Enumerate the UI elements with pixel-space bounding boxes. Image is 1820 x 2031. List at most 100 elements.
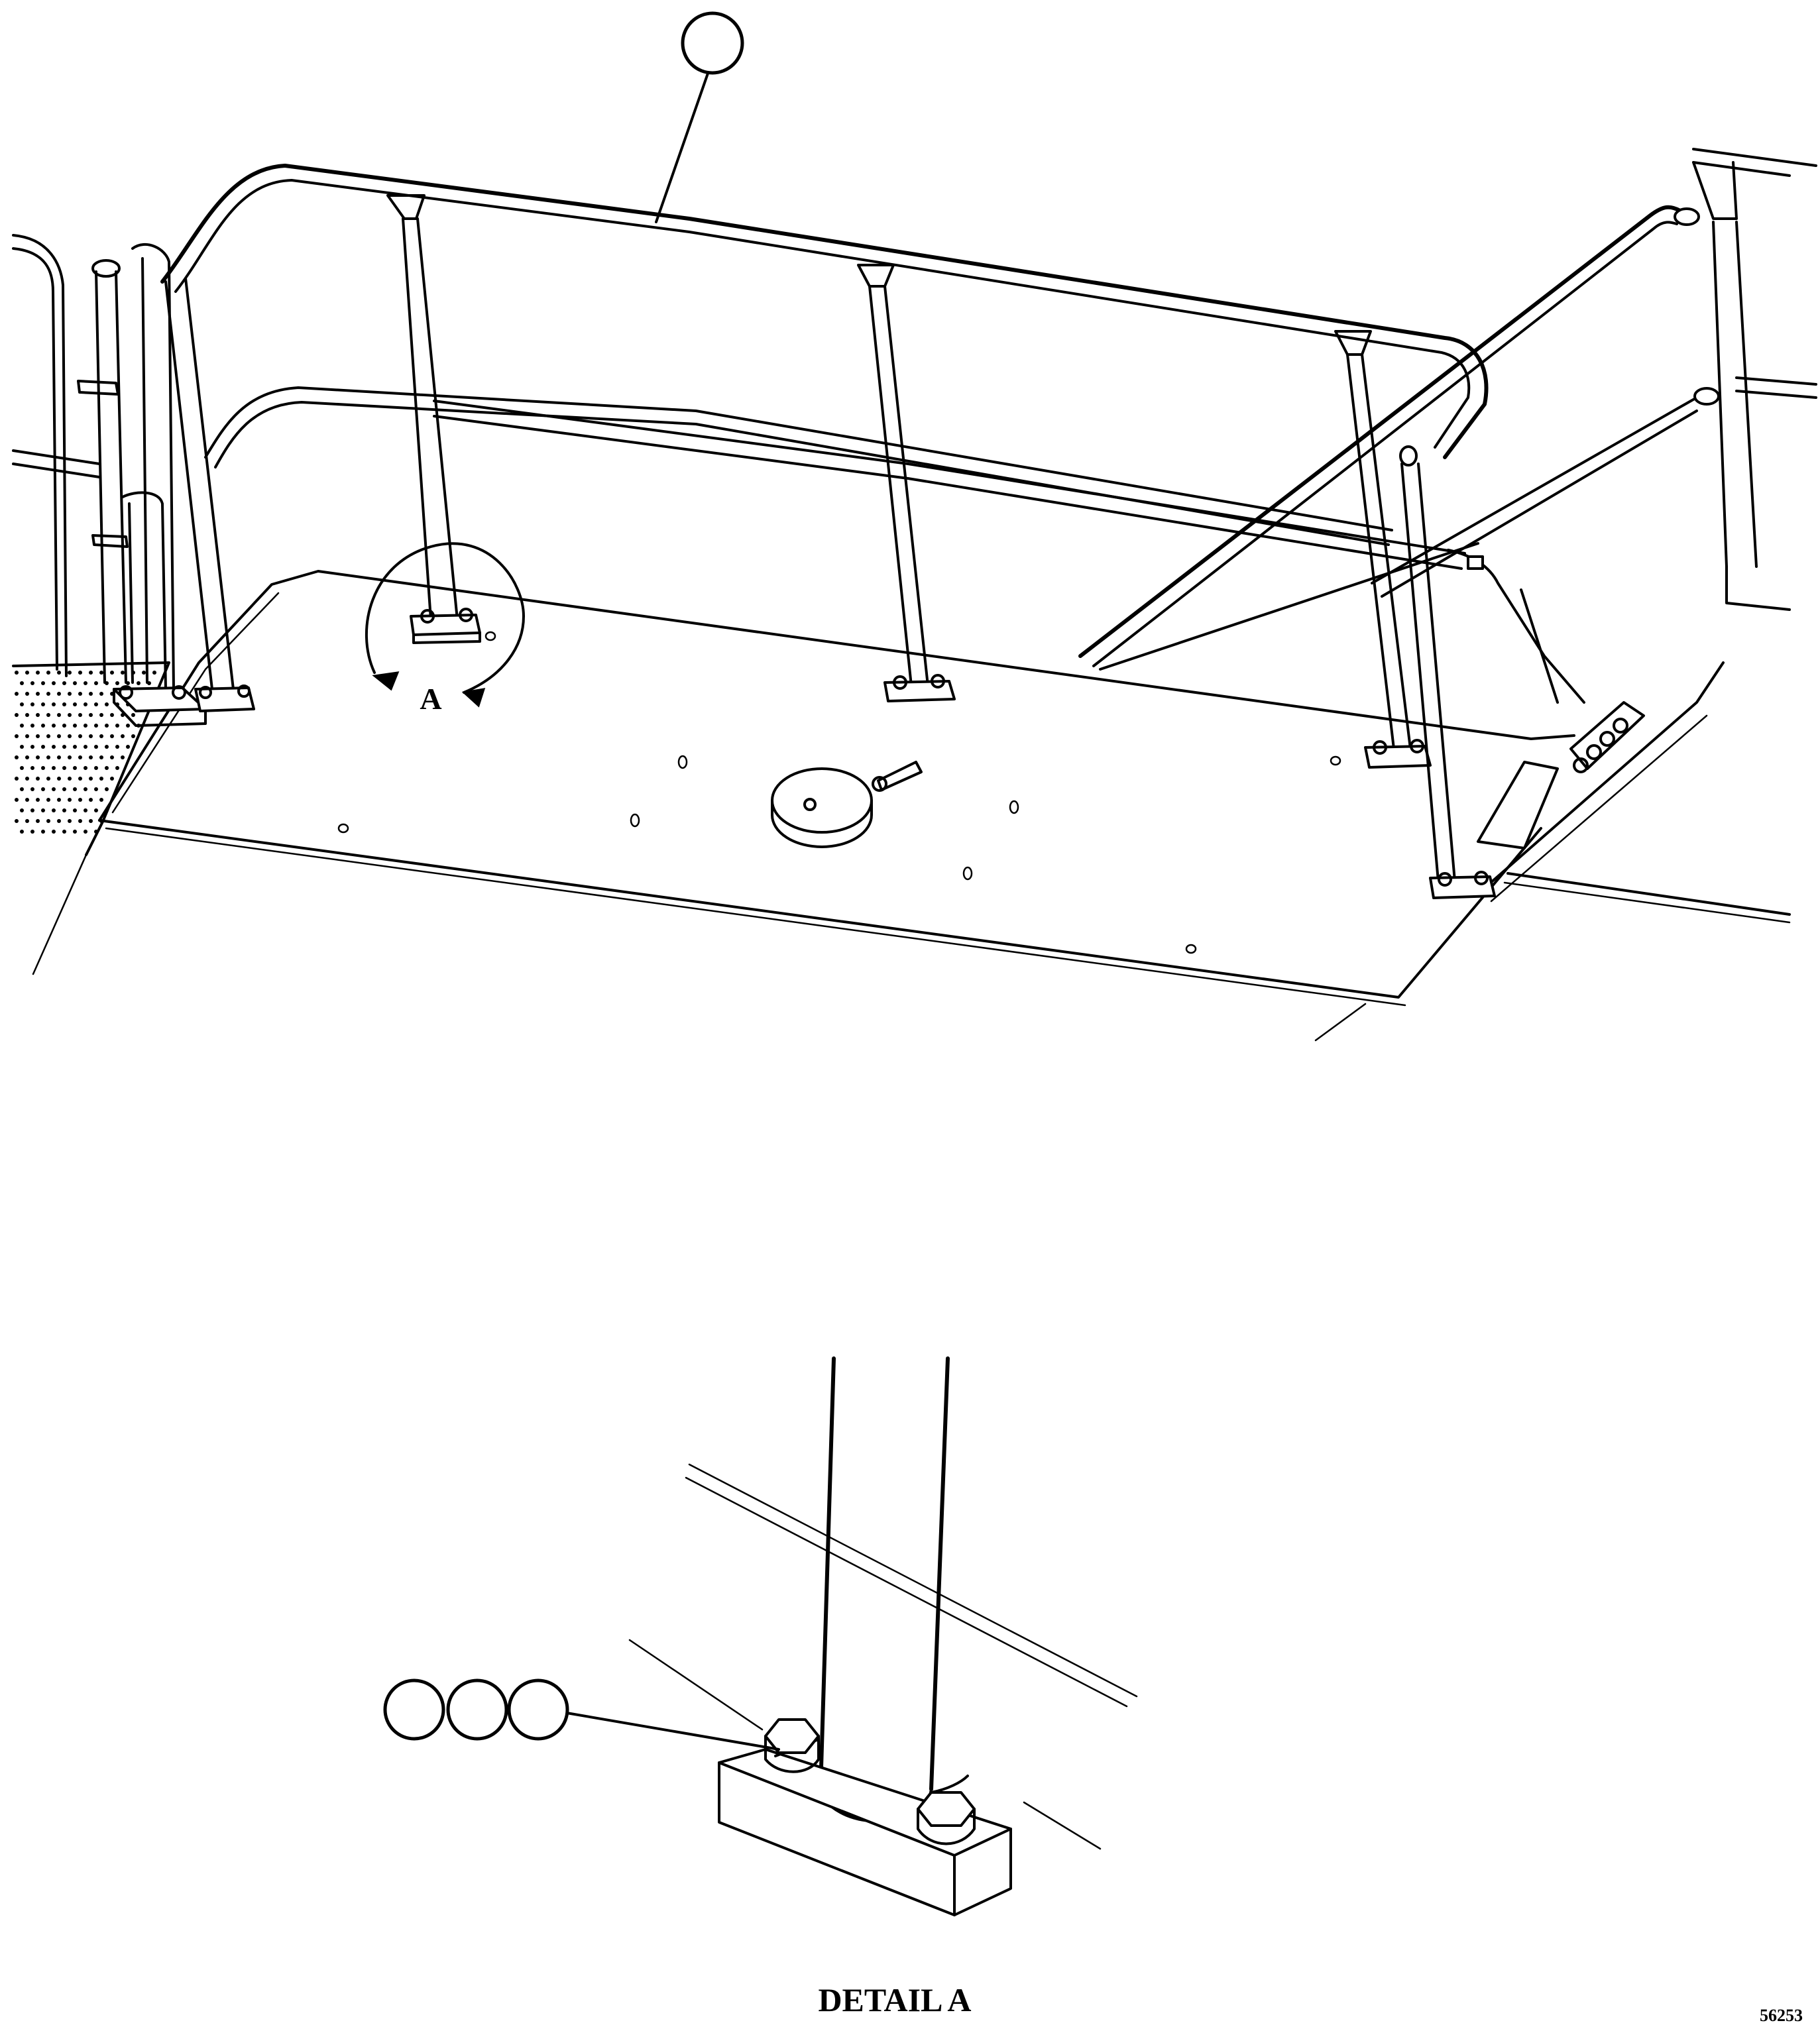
grating-dot xyxy=(57,798,61,802)
grating-dot xyxy=(99,798,103,802)
grating-dot xyxy=(15,777,19,781)
grating-dot xyxy=(36,671,40,675)
grating-dot xyxy=(73,830,77,834)
grating-dot xyxy=(84,724,87,728)
grating-dot xyxy=(121,671,125,675)
grating-dot xyxy=(41,702,45,706)
grating-dot xyxy=(78,671,82,675)
grating-dot xyxy=(94,787,98,791)
grating-dot xyxy=(78,798,82,802)
grating-dot xyxy=(110,734,114,738)
grating-dot xyxy=(20,702,24,706)
grating-dot xyxy=(99,734,103,738)
grating-dot xyxy=(30,766,34,770)
grating-dot xyxy=(15,755,19,759)
grating-dot xyxy=(57,777,61,781)
grating-dot xyxy=(36,798,40,802)
grating-dot xyxy=(36,713,40,717)
grating-dot xyxy=(25,798,29,802)
grating-dot xyxy=(137,681,141,685)
grating-dot xyxy=(68,798,72,802)
grating-dot xyxy=(30,787,34,791)
grating-dot xyxy=(62,830,66,834)
grating-dot xyxy=(46,713,50,717)
grating-dot xyxy=(20,808,24,812)
grating-dot xyxy=(52,702,56,706)
grating-dot xyxy=(41,745,45,749)
grating-dot xyxy=(30,745,34,749)
grating-dot xyxy=(94,681,98,685)
stair-rail-right xyxy=(1078,148,1817,850)
grating-dot xyxy=(15,734,19,738)
grating-dot xyxy=(73,724,77,728)
grating-dot xyxy=(126,745,130,749)
grating-dot xyxy=(73,745,77,749)
grating-dot xyxy=(36,755,40,759)
grating-dot xyxy=(25,755,29,759)
callout-balloon xyxy=(681,11,744,75)
grating-dot xyxy=(94,808,98,812)
grating-dot xyxy=(25,819,29,823)
grating-dot xyxy=(57,692,61,696)
grating-dot xyxy=(68,734,72,738)
grating-dot xyxy=(89,777,93,781)
grating-dot xyxy=(78,734,82,738)
grating-dot xyxy=(142,671,146,675)
grating-dot xyxy=(20,830,24,834)
grating-dot xyxy=(115,724,119,728)
grating-dot xyxy=(15,798,19,802)
grating-dot xyxy=(84,745,87,749)
grating-dot xyxy=(52,830,56,834)
grating-dot xyxy=(62,681,66,685)
grating-dot xyxy=(84,702,87,706)
grating-dot xyxy=(73,681,77,685)
grating-dot xyxy=(41,787,45,791)
grating-dot xyxy=(84,808,87,812)
perforated-grating xyxy=(12,661,170,975)
grating-dot xyxy=(46,692,50,696)
grating-dot xyxy=(105,724,109,728)
grating-dot xyxy=(84,681,87,685)
callout-balloon xyxy=(507,1678,569,1741)
grating-dot xyxy=(46,734,50,738)
grating-dot xyxy=(78,692,82,696)
grating-dot xyxy=(99,692,103,696)
grating-dot xyxy=(84,787,87,791)
grating-dot xyxy=(20,745,24,749)
grating-dot xyxy=(152,671,156,675)
grating-dot xyxy=(36,819,40,823)
grating-dot xyxy=(78,819,82,823)
grating-dot xyxy=(46,671,50,675)
grating-dot xyxy=(89,671,93,675)
grating-dot xyxy=(99,755,103,759)
grating-dot xyxy=(30,724,34,728)
deck-slot xyxy=(337,631,1341,954)
grating-dot xyxy=(73,787,77,791)
callout-balloon xyxy=(446,1678,508,1741)
grating-dot xyxy=(89,713,93,717)
grating-dot xyxy=(52,681,56,685)
grating-dot xyxy=(89,755,93,759)
grating-dot xyxy=(73,702,77,706)
grating-dot xyxy=(78,755,82,759)
grating-dot xyxy=(57,819,61,823)
grating-dot xyxy=(105,745,109,749)
grating-dot xyxy=(36,777,40,781)
grating-dot xyxy=(68,713,72,717)
grating-dot xyxy=(94,702,98,706)
grating-dot xyxy=(62,724,66,728)
grating-dot xyxy=(68,819,72,823)
grating-dot xyxy=(62,787,66,791)
hex-bolt xyxy=(764,1718,820,1773)
callout-balloon xyxy=(383,1678,445,1741)
grating-dot xyxy=(126,724,130,728)
grating-dot xyxy=(46,819,50,823)
left-gate-posts xyxy=(12,234,207,727)
grating-dot xyxy=(78,713,82,717)
grating-dot xyxy=(30,702,34,706)
grating-dot xyxy=(57,755,61,759)
grating-dot xyxy=(46,777,50,781)
grating-dot xyxy=(99,671,103,675)
grating-dot xyxy=(94,766,98,770)
grating-dot xyxy=(89,734,93,738)
